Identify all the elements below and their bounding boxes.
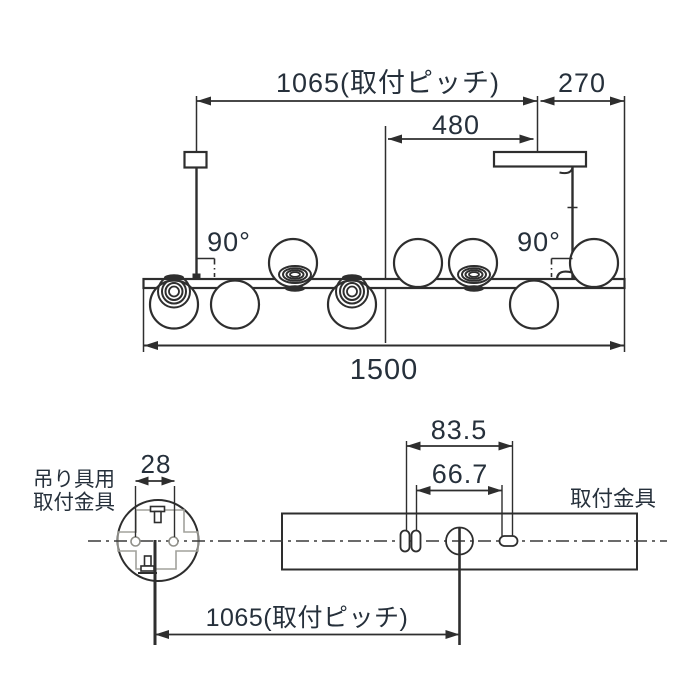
- socket-cap: [342, 274, 362, 281]
- socket-cap: [285, 285, 305, 292]
- arrowhead: [540, 96, 555, 106]
- ceiling-canopy-right: [492, 150, 588, 168]
- dimension-mounting-pitch-bottom: 1065(取付ピッチ): [155, 604, 460, 639]
- arrowhead: [388, 134, 402, 144]
- socket-ring: [342, 282, 362, 301]
- bulb-socket-rings: [157, 265, 491, 309]
- screw-body: [153, 510, 162, 524]
- bracket-hole-right: [168, 536, 179, 547]
- arrowhead: [445, 630, 460, 639]
- dim-slot-outer-label: 83.5: [431, 415, 488, 445]
- socket-cap: [164, 274, 184, 281]
- screw-body: [143, 555, 152, 567]
- bulb: [568, 237, 620, 289]
- bulb: [508, 279, 560, 330]
- socket-ring: [461, 267, 487, 282]
- bracket-hole-left: [130, 536, 141, 547]
- angle-indicator-left: 90°: [196, 227, 251, 277]
- mounting-bracket-label: 取付金具: [570, 487, 656, 511]
- hanger-bracket-label-line2: 取付金具: [33, 491, 115, 514]
- angle-right-label: 90°: [517, 227, 561, 257]
- socket-ring: [285, 269, 305, 280]
- socket-ring: [457, 265, 491, 284]
- bracket-screw-top: [149, 505, 166, 524]
- dim-overhang-label: 270: [558, 68, 606, 98]
- ceiling-canopy-left: [183, 150, 208, 169]
- dim-slot-inner-label: 66.7: [432, 459, 489, 489]
- dim-total-length-label: 1500: [350, 354, 419, 386]
- socket-ring: [278, 265, 312, 284]
- dim-mounting-pitch-bottom-label: 1065(取付ピッチ): [206, 604, 409, 632]
- dimension-slot-span-outer: 83.5: [406, 415, 513, 451]
- wire-foot-left: [192, 273, 201, 279]
- angle-left-label: 90°: [207, 227, 251, 257]
- dimension-canopy-offset: 480: [388, 110, 534, 144]
- upper-view: 90° 90° 1065(取付ピッチ) 270 480: [142, 68, 626, 386]
- lower-view: 28 83.5 66.7 1065(取付ピッチ) 吊り具用 取付金具 取付金具: [33, 415, 667, 645]
- arrowhead: [155, 630, 169, 639]
- arrowhead: [498, 441, 513, 451]
- arrowhead: [523, 96, 537, 106]
- mounting-slot: [410, 529, 422, 553]
- arrowhead: [610, 96, 624, 106]
- arrowhead: [416, 486, 431, 495]
- arrowhead: [197, 96, 211, 106]
- arrowhead: [488, 486, 502, 495]
- arrowhead: [519, 134, 534, 144]
- dimension-total-length: 1500: [144, 341, 624, 386]
- angle-indicator-right: 90°: [517, 227, 573, 277]
- dim-canopy-offset-label: 480: [432, 110, 480, 140]
- bulb: [209, 279, 261, 330]
- arrowhead: [161, 476, 175, 486]
- socket-cap: [464, 285, 484, 292]
- bulb: [392, 237, 444, 289]
- dim-hole-pitch-label: 28: [141, 449, 172, 479]
- hanger-bracket-cross-slot: [117, 509, 199, 570]
- dimension-slot-span-inner: 66.7: [416, 459, 502, 495]
- hanger-bracket-label-line1: 吊り具用: [33, 468, 115, 491]
- dimension-hanger-hole-pitch: 28: [135, 449, 175, 486]
- dimension-mounting-pitch-top: 1065(取付ピッチ): [197, 68, 537, 106]
- socket-ring: [282, 267, 308, 282]
- arrowhead: [406, 441, 421, 451]
- dim-mounting-pitch-label: 1065(取付ピッチ): [276, 68, 500, 98]
- arrowhead: [144, 341, 158, 350]
- rod-foot-right: [555, 270, 573, 279]
- socket-ring: [346, 285, 358, 298]
- fixture-bar: [142, 277, 626, 290]
- dimension-right-overhang: 270: [540, 68, 624, 106]
- socket-ring: [468, 271, 480, 278]
- socket-ring: [464, 269, 484, 280]
- arrowhead: [610, 341, 624, 350]
- socket-ring: [168, 285, 180, 298]
- screw-head: [140, 565, 155, 572]
- mounting-slot: [399, 529, 411, 553]
- mounting-slot-horizontal: [498, 535, 519, 547]
- socket-ring: [164, 282, 184, 301]
- arrowhead: [135, 476, 149, 486]
- socket-ring: [289, 271, 301, 278]
- cord-hook-top: [559, 167, 574, 175]
